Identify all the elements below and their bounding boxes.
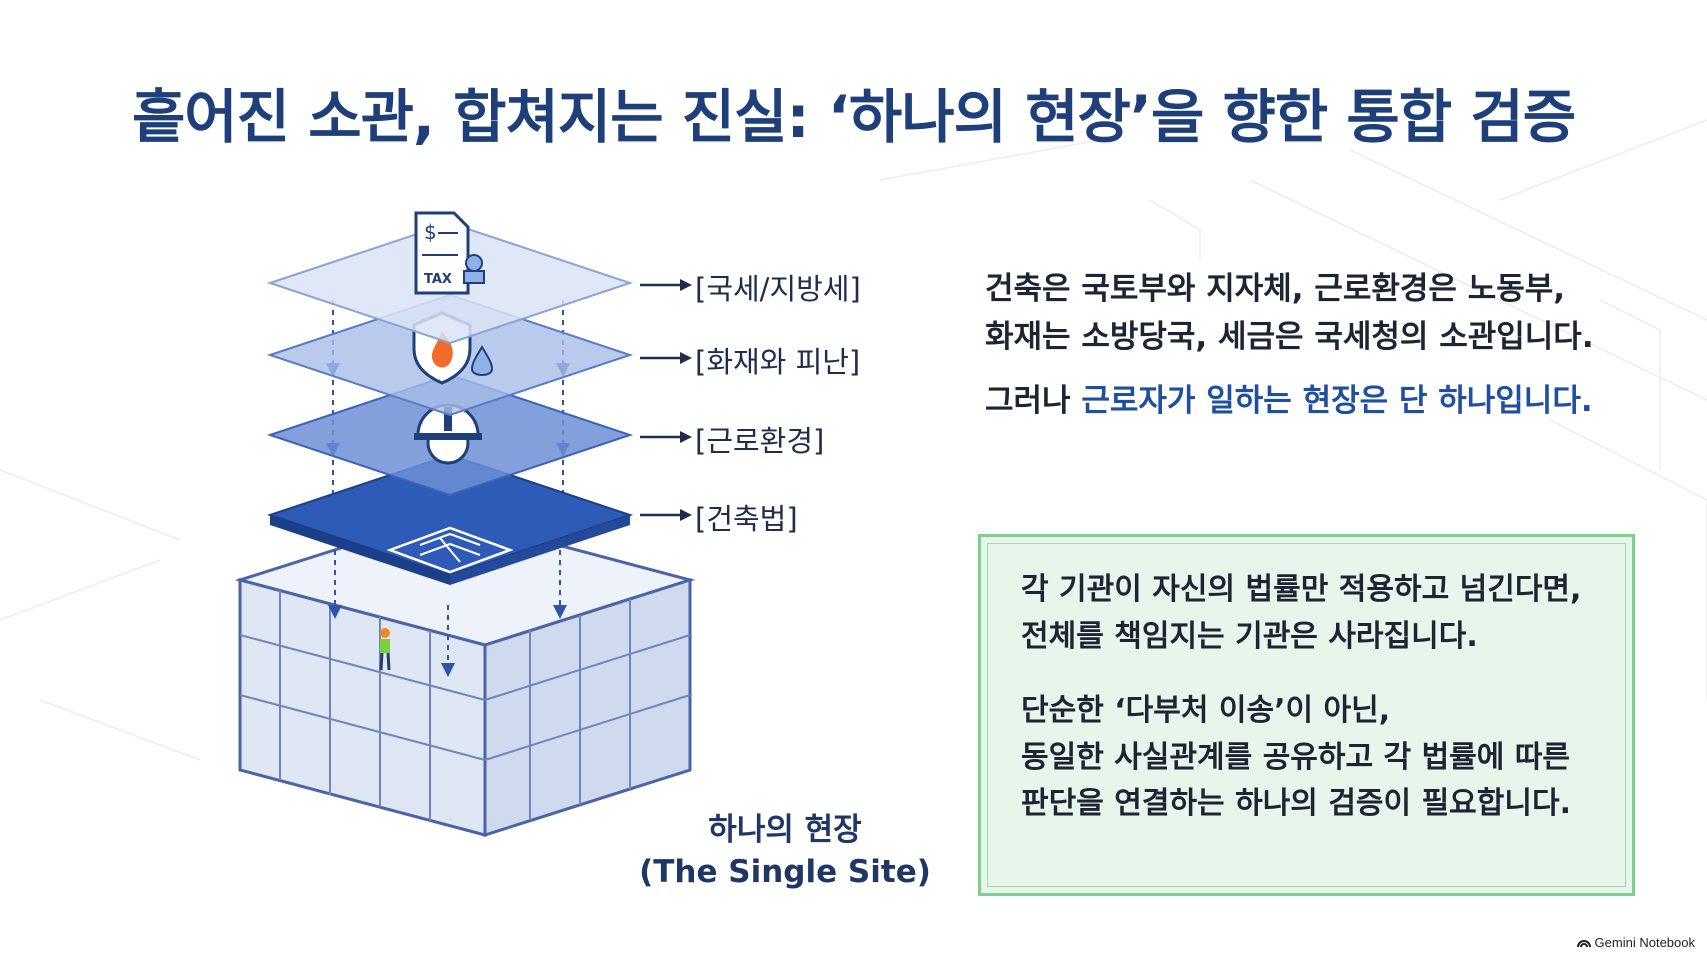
brand-logo-icon bbox=[1576, 939, 1591, 947]
box-line-4: 동일한 사실관계를 공유하고 각 법률에 따른 bbox=[1021, 739, 1571, 775]
statement-prefix: 그러나 bbox=[985, 383, 1082, 420]
layer-label-building: [건축법] bbox=[695, 502, 798, 536]
layer-label-tax: [국세/지방세] bbox=[695, 272, 861, 306]
jurisdiction-line-2: 화재는 소방당국, 세금은 국세청의 소관입니다. bbox=[985, 319, 1594, 356]
box-line-5: 판단을 연결하는 하나의 검증이 필요합니다. bbox=[1021, 786, 1571, 821]
box-inner-border bbox=[987, 543, 1626, 887]
box-spacer bbox=[1021, 660, 1581, 688]
layer-work-environment bbox=[266, 373, 634, 497]
box-line-3: 단순한 ‘다부처 이송’이 아닌, bbox=[1021, 693, 1391, 728]
jurisdiction-line-1: 건축은 국토부와 지자체, 근로환경은 노동부, bbox=[985, 271, 1566, 307]
brand-watermark: Gemini Notebook bbox=[1576, 935, 1695, 950]
layer-label-work: [근로환경] bbox=[695, 424, 825, 458]
box-line-1: 각 기관이 자신의 법률만 적용하고 넘긴다면, bbox=[1021, 572, 1582, 607]
jurisdiction-text: 건축은 국토부와 지자체, 근로환경은 노동부, 화재는 소방당국, 세금은 국… bbox=[985, 265, 1685, 425]
tax-icon-label: TAX bbox=[424, 272, 452, 287]
box-text: 각 기관이 자신의 법률만 적용하고 넘긴다면, 전체를 책임지는 기관은 사라… bbox=[1021, 567, 1581, 828]
tax-document-icon: $ TAX bbox=[414, 211, 485, 295]
single-site-statement: 그러나 근로자가 일하는 현장은 단 하나입니다. bbox=[985, 377, 1685, 425]
layer-label-fire: [화재와 피난] bbox=[695, 345, 861, 379]
blueprint-icon bbox=[386, 526, 514, 574]
svg-text:$: $ bbox=[424, 220, 437, 244]
single-site-label-en: (The Single Site) bbox=[639, 853, 931, 890]
statement-highlight: 근로자가 일하는 현장은 단 하나입니다. bbox=[1081, 383, 1593, 420]
layer-national-local-tax: $ TAX bbox=[266, 211, 634, 345]
layer-building-law bbox=[266, 453, 634, 585]
integrated-verification-box: 각 기관이 자신의 법률만 적용하고 넘긴다면, 전체를 책임지는 기관은 사라… bbox=[978, 534, 1635, 896]
single-site-label: 하나의 현장 (The Single Site) bbox=[635, 810, 935, 894]
brand-name: Gemini Notebook bbox=[1594, 935, 1695, 950]
worker-figure bbox=[379, 628, 391, 671]
box-line-2: 전체를 책임지는 기관은 사라집니다. bbox=[1021, 618, 1478, 654]
layer-diagram: $ TAX bbox=[234, 211, 696, 838]
single-site-label-ko: 하나의 현장 bbox=[708, 812, 862, 848]
page-title: 흩어진 소관, 합쳐지는 진실: ‘하나의 현장’을 향한 통합 검증 bbox=[131, 83, 1576, 151]
